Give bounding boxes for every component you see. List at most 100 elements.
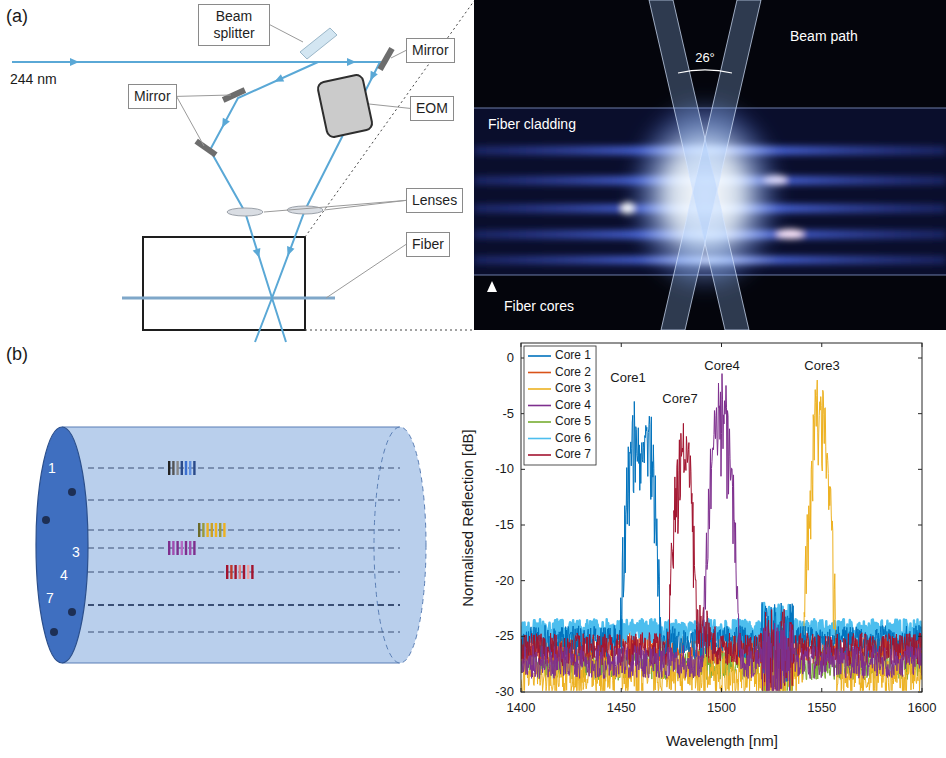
tick-mark: [918, 469, 922, 470]
grating-bar: [172, 541, 174, 555]
component-label: Fiber: [412, 236, 444, 253]
beam-arrow: [70, 58, 79, 66]
grating-bar: [168, 461, 170, 475]
grating-bar: [189, 541, 191, 555]
photo-label: Beam path: [790, 28, 858, 44]
leader-line: [270, 25, 303, 42]
grating-bar: [181, 461, 183, 475]
tick-mark: [918, 358, 922, 359]
core-line: [88, 500, 400, 501]
beam-arrow: [219, 118, 230, 130]
label-box: Mirror: [128, 84, 177, 109]
grating-bar: [168, 541, 170, 555]
zoom-line: [305, 330, 474, 331]
grating-bar: [239, 565, 241, 579]
grating-bar: [193, 461, 195, 475]
tick-label: 1400: [507, 701, 536, 716]
beam-arrow: [367, 71, 378, 83]
laser-beam: [255, 62, 380, 342]
label-box: Fiber: [406, 232, 450, 257]
grating-bar: [211, 523, 213, 537]
figure-label: Core4: [704, 359, 739, 374]
fiber-edge: [62, 426, 400, 427]
tick-label: -5: [502, 406, 514, 421]
plot-area: [521, 343, 922, 692]
component-label: Mirror: [412, 42, 449, 59]
beam-splitter: [300, 28, 337, 59]
component-label: Mirror: [134, 88, 171, 105]
leader-line: [177, 95, 231, 96]
figure-label: Core7: [662, 392, 697, 407]
core-dot: [68, 608, 76, 616]
core-lines: [88, 468, 400, 632]
legend-text: Core 5: [555, 415, 591, 429]
tick-mark: [918, 525, 922, 526]
mirror: [377, 47, 394, 71]
label-box: Beam splitter: [198, 4, 270, 46]
tick-mark: [521, 525, 525, 526]
legend-sample: [528, 454, 551, 456]
tick-label: -15: [495, 518, 514, 533]
beam-arrows: [70, 58, 378, 259]
core-line: [88, 632, 400, 633]
legend-text: Core 3: [555, 382, 591, 396]
tick-label: 1600: [908, 701, 937, 716]
core-dot: [68, 488, 76, 496]
grating-bar: [251, 565, 253, 579]
core-line: [88, 530, 400, 531]
tick-mark: [918, 413, 922, 414]
label-box: Lenses: [406, 188, 463, 213]
core-line: [88, 468, 400, 469]
core-line: [88, 604, 400, 606]
legend-text: Core 1: [555, 349, 591, 363]
bright-spot: [776, 229, 804, 239]
leader-line: [264, 200, 406, 212]
grating-bar: [202, 523, 204, 537]
leader-line: [177, 96, 204, 146]
grating-bar: [185, 461, 187, 475]
grating-bar: [176, 461, 178, 475]
grating-bar: [219, 523, 221, 537]
lens: [227, 208, 263, 216]
tick-label: 0: [507, 351, 514, 366]
photo-ground: [474, 0, 946, 330]
beam-arrow: [273, 74, 284, 85]
figure-label: 244 nm: [10, 71, 57, 87]
legend-sample: [528, 355, 551, 357]
legend-sample: [528, 405, 551, 407]
photo-label: 7: [46, 590, 54, 606]
legend-sample: [528, 372, 551, 374]
core-dot: [50, 628, 58, 636]
tick-mark: [621, 343, 622, 347]
beam-arrow: [347, 58, 356, 66]
grating-bar: [198, 523, 200, 537]
grating-bar: [181, 541, 183, 555]
tick-mark: [621, 688, 622, 692]
tick-label: 1450: [607, 701, 636, 716]
fiber-body: [62, 427, 426, 663]
grating-bar: [243, 565, 245, 579]
tick-mark: [918, 580, 922, 581]
leader-line: [326, 244, 406, 298]
grating-bar: [176, 541, 178, 555]
grating-bar: [215, 523, 217, 537]
tick-label: 1500: [707, 701, 736, 716]
fiber-photo: [474, 0, 946, 330]
legend-sample: [528, 438, 551, 440]
label-box: EOM: [410, 96, 454, 121]
legend-text: Core 7: [555, 448, 591, 462]
tick-mark: [821, 343, 822, 347]
label-box: Mirror: [406, 38, 455, 63]
zoom-frame: [143, 237, 305, 330]
leader-lines: [177, 25, 410, 298]
grating-bar: [172, 461, 174, 475]
component-label: EOM: [416, 100, 448, 117]
beam-arrow: [284, 246, 295, 257]
grating-bar: [193, 541, 195, 555]
fiber-line: [122, 297, 335, 300]
tick-mark: [721, 343, 722, 347]
grating-bar: [247, 565, 249, 579]
legend-sample: [528, 388, 551, 390]
